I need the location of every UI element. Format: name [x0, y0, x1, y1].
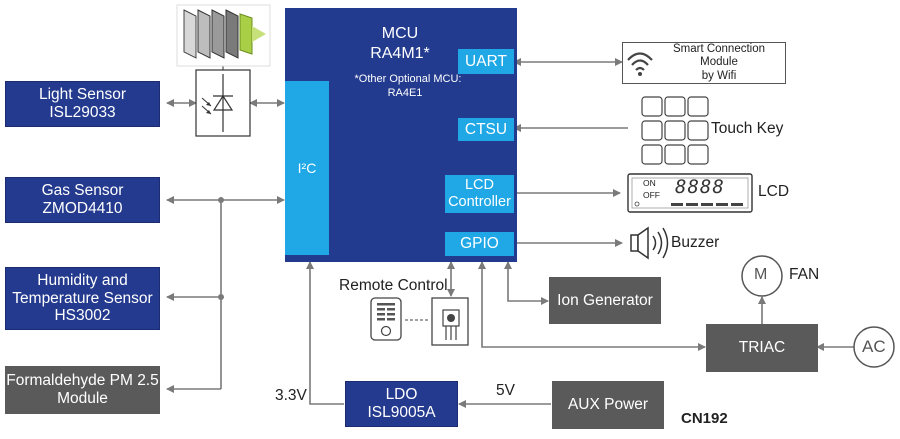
touch-key-grid-icon	[641, 96, 709, 165]
formaldehyde-module-box: Formaldehyde PM 2.5 Module	[5, 366, 160, 414]
lcd-controller-line1: LCD	[464, 177, 494, 194]
lcd-controller-block: LCD Controller	[445, 175, 514, 213]
i2c-block: I²C	[285, 81, 329, 255]
ion-generator-label: Ion Generator	[557, 291, 653, 309]
humidity-sensor-box: Humidity and Temperature Sensor HS3002	[5, 267, 160, 330]
lcd-digits: 8888	[675, 176, 725, 198]
aux-power-box: AUX Power	[552, 381, 664, 429]
lcd-off-label: OFF	[643, 190, 660, 200]
lcd-controller-line2: Controller	[448, 194, 511, 210]
fan-motor-icon	[741, 255, 783, 297]
mcu-title: MCU	[381, 25, 419, 42]
triac-label: TRIAC	[738, 339, 786, 357]
wifi-module-box: Smart Connection Module by Wifi	[622, 42, 786, 84]
wifi-module-line1: Smart Connection Module	[672, 43, 766, 69]
lcd-label: LCD	[758, 183, 790, 200]
junction-dot	[218, 294, 224, 300]
lcd-on-label: ON	[643, 178, 656, 188]
ldo-mcu-link	[306, 261, 344, 405]
gas-sensor-name: Gas Sensor	[41, 182, 124, 200]
i2c-label: I²C	[297, 159, 317, 176]
humidity-sensor-part: HS3002	[54, 307, 111, 325]
gas-sensor-part: ZMOD4410	[42, 200, 123, 217]
ldo-part: ISL9005A	[367, 404, 436, 421]
uart-label: UART	[465, 52, 507, 70]
ion-generator-box: Ion Generator	[549, 277, 661, 324]
voltage-3v3-label: 3.3V	[275, 387, 307, 404]
humidity-sensor-line2: Temperature Sensor	[12, 289, 153, 307]
mcu-part: RA4M1*	[370, 45, 430, 62]
mcu-note-line1: *Other Optional MCU:	[354, 73, 462, 85]
ir-receiver-icon	[431, 297, 469, 346]
remote-control-label: Remote Control	[339, 277, 448, 294]
light-sensor-name: Light Sensor	[38, 86, 127, 104]
triac-box: TRIAC	[706, 324, 818, 372]
junction-dot	[218, 197, 224, 203]
gpio-label: GPIO	[460, 235, 499, 253]
formaldehyde-line1: Formaldehyde PM 2.5	[6, 372, 159, 390]
humidity-sensor-line1: Humidity and	[37, 271, 128, 289]
ctsu-block: CTSU	[458, 118, 514, 141]
wifi-icon	[627, 52, 653, 76]
ctsu-label: CTSU	[464, 120, 508, 138]
ldo-box: LDO ISL9005A	[345, 381, 458, 427]
ac-label: AC	[862, 337, 886, 356]
voltage-5v-label: 5V	[496, 382, 515, 399]
uart-block: UART	[458, 49, 514, 74]
fan-motor-letter: M	[754, 266, 768, 283]
fan-label: FAN	[789, 266, 820, 283]
ldo-name: LDO	[385, 386, 418, 404]
lcd-panel-icon	[627, 173, 753, 213]
air-filter-icon	[176, 4, 271, 67]
wifi-module-line2: by Wifi	[701, 69, 737, 82]
buzzer-icon	[630, 226, 669, 260]
remote-control-icon	[370, 297, 428, 341]
mcu-note-line2: RA4E1	[387, 87, 423, 99]
gas-sensor-box: Gas Sensor ZMOD4410	[5, 177, 160, 223]
light-sensor-box: Light Sensor ISL29033	[5, 81, 160, 127]
photodiode-icon	[195, 69, 251, 137]
touch-key-label: Touch Key	[711, 120, 784, 137]
gpio-block: GPIO	[445, 232, 514, 256]
ion-link	[504, 261, 549, 305]
light-sensor-part: ISL29033	[49, 104, 116, 121]
ac-source-icon	[853, 326, 895, 368]
triac-link	[478, 261, 706, 351]
aux-power-label: AUX Power	[567, 396, 649, 414]
buzzer-label: Buzzer	[671, 234, 720, 251]
formaldehyde-line2: Module	[57, 390, 108, 407]
diagram-id: CN192	[681, 410, 728, 427]
